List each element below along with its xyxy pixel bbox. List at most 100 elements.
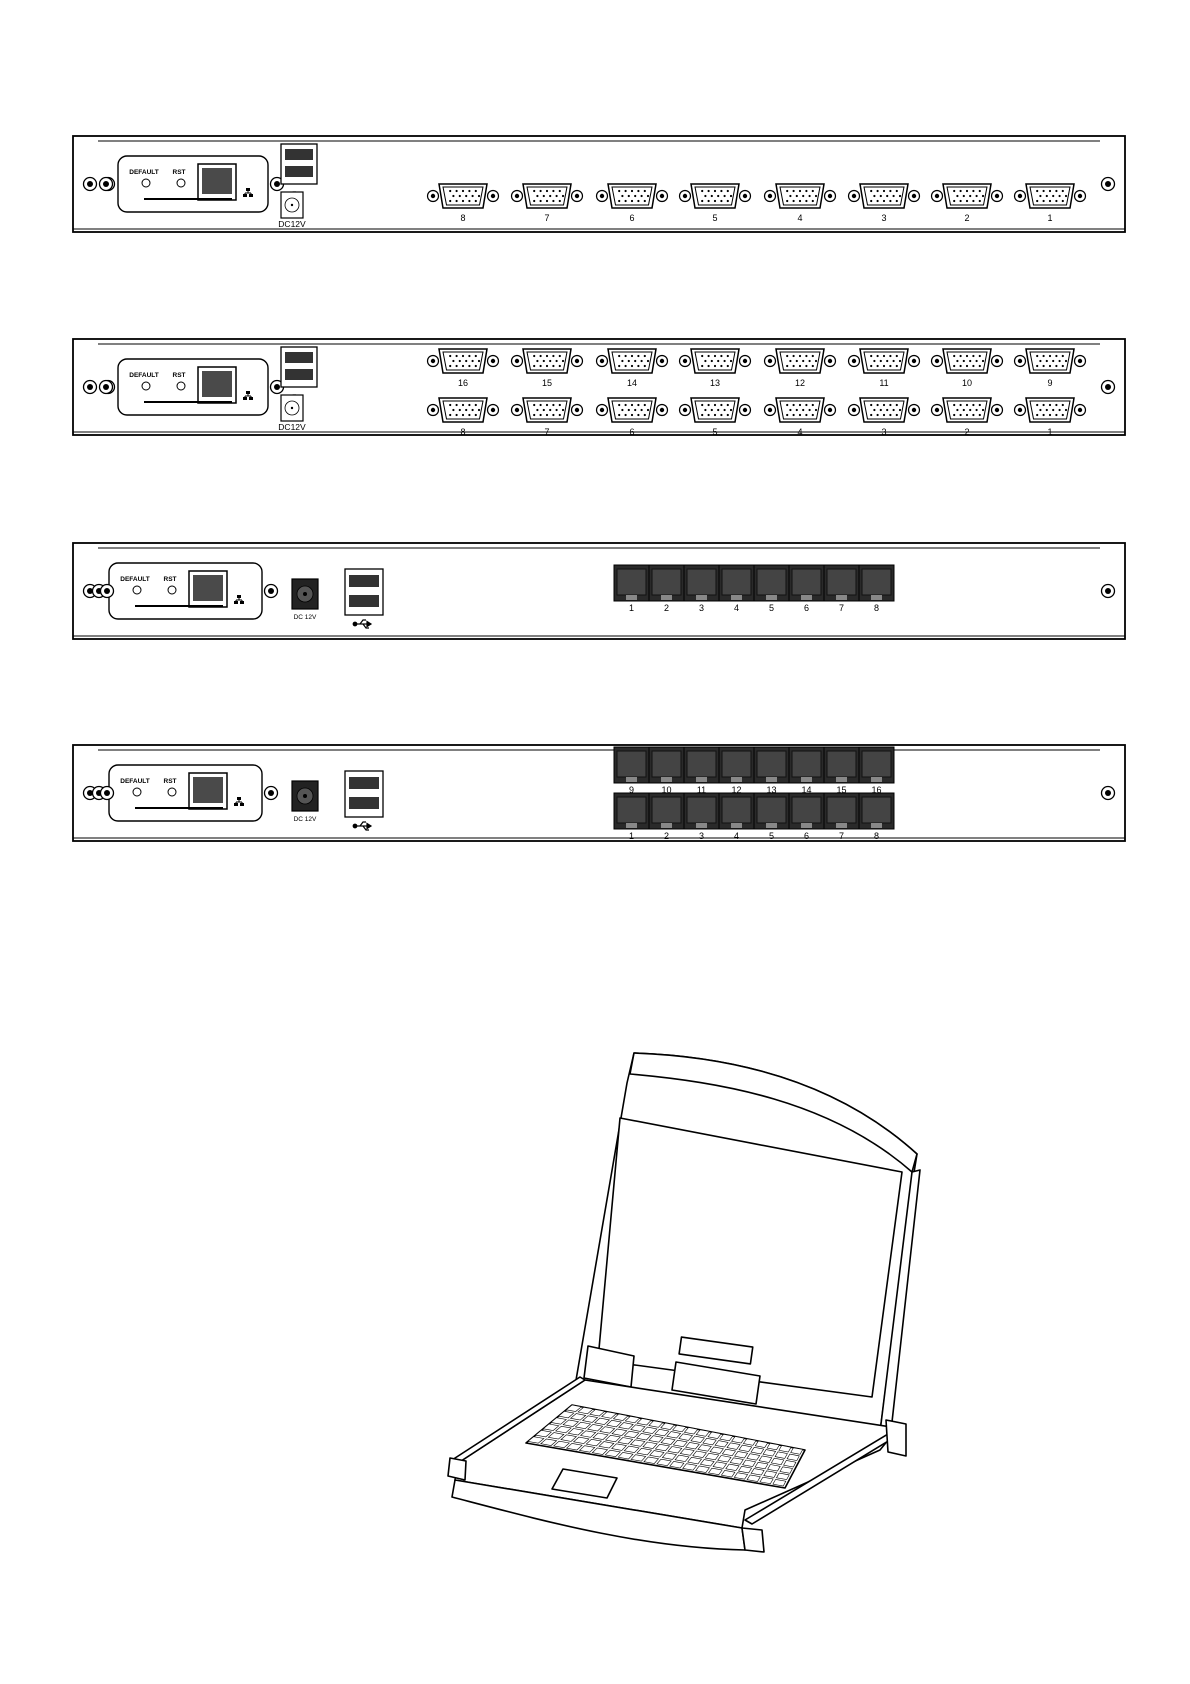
default-label: DEFAULT — [129, 169, 159, 176]
rj45-port-icon — [824, 565, 859, 601]
panel-8-port-vga: DEFAULTRSTDC12V87654321 — [73, 136, 1125, 232]
port-label: 8 — [874, 603, 879, 613]
management-module: DEFAULT RST — [100, 359, 284, 415]
default-button — [142, 382, 150, 390]
right-rack-ear — [742, 1528, 764, 1552]
rst-label: RST — [173, 372, 186, 379]
port-label: 4 — [734, 603, 739, 613]
rj45-port-icon — [859, 747, 894, 783]
port-label: 6 — [804, 831, 809, 841]
rj45-port-icon — [614, 793, 649, 829]
port-label: 4 — [797, 213, 802, 223]
rj45-port-icon — [649, 565, 684, 601]
power-jack — [281, 395, 303, 421]
screw-icon — [100, 381, 113, 394]
power-jack — [292, 781, 318, 811]
screw-icon — [84, 381, 97, 394]
port-label: 5 — [769, 831, 774, 841]
rst-button — [168, 788, 176, 796]
port-label: 1 — [1047, 427, 1052, 437]
rj45-port-icon — [789, 793, 824, 829]
rj45-port-icon — [754, 793, 789, 829]
rj45-port-icon — [684, 565, 719, 601]
port-label: 9 — [1047, 378, 1052, 388]
screw-icon — [1102, 178, 1115, 191]
rj45-port-icon — [859, 793, 894, 829]
usb-ports — [281, 347, 317, 387]
usb-ports — [281, 144, 317, 184]
port-label: 3 — [881, 427, 886, 437]
rj45-port-icon — [789, 747, 824, 783]
port-label: 14 — [627, 378, 637, 388]
rj45-port-icon — [754, 565, 789, 601]
rj45-port-icon — [649, 747, 684, 783]
rst-label: RST — [173, 169, 186, 176]
panel-8-port-rj45: DEFAULTRSTDC 12V12345678 — [73, 543, 1125, 639]
port-label: 10 — [962, 378, 972, 388]
port-label: 7 — [839, 603, 844, 613]
port-label: 5 — [712, 213, 717, 223]
usb-ports — [345, 771, 383, 817]
port-label: 5 — [769, 603, 774, 613]
rst-button — [168, 586, 176, 594]
port-label: 11 — [879, 378, 888, 388]
port-label: 5 — [712, 427, 717, 437]
port-label: 6 — [629, 427, 634, 437]
rj45-port-icon — [649, 793, 684, 829]
rj45-port-icon — [684, 793, 719, 829]
port-label: 6 — [629, 213, 634, 223]
screw-icon — [101, 585, 114, 598]
port-label: 1 — [629, 831, 634, 841]
port-label: 3 — [699, 603, 704, 613]
port-label: 3 — [881, 213, 886, 223]
rst-label: RST — [164, 778, 177, 785]
default-label: DEFAULT — [120, 576, 150, 583]
rj45-port-icon — [824, 747, 859, 783]
screw-icon — [100, 178, 113, 191]
rear-panels: DEFAULTRSTDC12V87654321DEFAULTRSTDC12V16… — [73, 136, 1125, 841]
rj45-port-icon — [614, 565, 649, 601]
rj45-port-icon — [859, 565, 894, 601]
rj45-port-icon — [614, 747, 649, 783]
screw-icon — [101, 787, 114, 800]
screw-icon — [1102, 787, 1115, 800]
port-label: 4 — [734, 831, 739, 841]
lcd-console-drawer-icon — [448, 1053, 920, 1552]
port-label: 8 — [460, 213, 465, 223]
port-label: 8 — [874, 831, 879, 841]
port-label: 1 — [629, 603, 634, 613]
rj45-port-icon — [719, 747, 754, 783]
port-label: 4 — [797, 427, 802, 437]
management-module: DEFAULT RST — [93, 563, 278, 619]
management-module: DEFAULT RST — [100, 156, 284, 212]
rst-label: RST — [164, 576, 177, 583]
usb-ports — [345, 569, 383, 615]
power-label: DC12V — [278, 219, 306, 229]
screw-icon — [1102, 585, 1115, 598]
screw-icon — [1102, 381, 1115, 394]
power-jack — [292, 579, 318, 609]
port-label: 1 — [1047, 213, 1052, 223]
power-label: DC 12V — [294, 816, 317, 823]
rj45-port-icon — [684, 747, 719, 783]
screw-icon — [265, 585, 278, 598]
rj45-port-icon — [719, 793, 754, 829]
default-label: DEFAULT — [120, 778, 150, 785]
default-label: DEFAULT — [129, 372, 159, 379]
port-label: 3 — [699, 831, 704, 841]
port-label: 16 — [458, 378, 468, 388]
right-rack-bracket — [886, 1420, 906, 1456]
panel-16-port-vga: DEFAULTRSTDC12V16151413121110987654321 — [73, 339, 1125, 437]
default-button — [133, 788, 141, 796]
port-label: 2 — [664, 831, 669, 841]
port-label: 7 — [544, 213, 549, 223]
port-label: 12 — [795, 378, 805, 388]
port-label: 15 — [542, 378, 552, 388]
rst-button — [177, 179, 185, 187]
rst-button — [177, 382, 185, 390]
port-label: 13 — [710, 378, 720, 388]
port-label: 8 — [460, 427, 465, 437]
port-label: 2 — [964, 427, 969, 437]
screw-icon — [84, 178, 97, 191]
